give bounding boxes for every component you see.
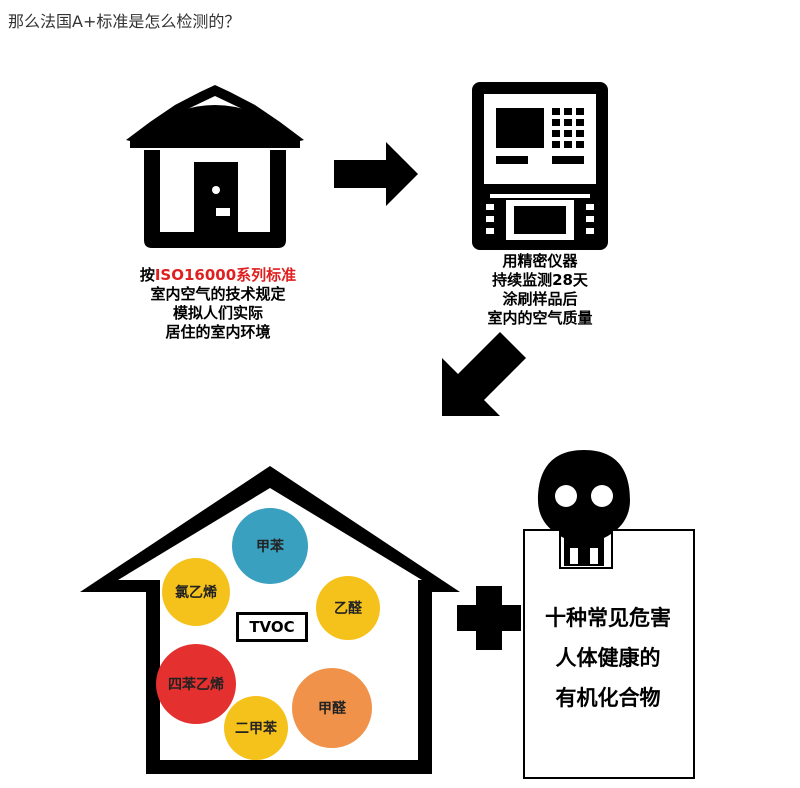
- step1-line-2: 室内空气的技术规定: [150, 285, 286, 303]
- compound-label-tetraphenylethylene: 四苯乙烯: [168, 676, 224, 693]
- step2-caption: 用精密仪器 持续监测28天 涂刷样品后 室内的空气质量: [460, 252, 620, 328]
- warning-card: [523, 529, 695, 779]
- testing-machine-icon: [472, 82, 608, 250]
- compound-circle-vinyl-chloride: [162, 558, 230, 626]
- step2-line-3: 涂刷样品后: [502, 290, 578, 308]
- compound-label-acetaldehyde: 乙醛: [334, 600, 363, 617]
- arrow-right-icon: [334, 142, 418, 206]
- step2-line-1: 用精密仪器: [502, 252, 578, 270]
- plus-icon: [457, 586, 521, 650]
- card-line-3: 有机化合物: [555, 686, 661, 710]
- compound-circle-acetaldehyde: [316, 576, 380, 640]
- compound-label-toluene: 甲苯: [256, 538, 285, 555]
- step1-line-3: 模拟人们实际: [172, 304, 263, 322]
- card-line-2: 人体健康的: [555, 646, 661, 670]
- arrow-down-left-icon: [442, 332, 526, 416]
- compound-label-xylene: 二甲苯: [235, 720, 278, 737]
- compound-circle-toluene: [232, 508, 308, 584]
- compound-label-vinyl-chloride: 氯乙烯: [175, 584, 217, 601]
- card-text: 十种常见危害 人体健康的 有机化合物: [524, 598, 692, 718]
- step1-line-1: 按ISO16000系列标准: [139, 266, 297, 284]
- tvoc-label-box: TVOC: [236, 612, 308, 642]
- compound-circle-xylene: [224, 696, 288, 760]
- skull-icon: [538, 450, 630, 566]
- compound-circle-formaldehyde: [292, 668, 372, 748]
- step1-caption: 按ISO16000系列标准 室内空气的技术规定 模拟人们实际 居住的室内环境: [128, 266, 308, 342]
- step2-line-2: 持续监测28天: [492, 271, 588, 289]
- card-line-1: 十种常见危害: [545, 606, 671, 630]
- compound-circle-tetraphenylethylene: [156, 644, 236, 724]
- step2-line-4: 室内的空气质量: [487, 309, 593, 327]
- hut-icon: [126, 85, 304, 248]
- page-title: 那么法国A+标准是怎么检测的？: [8, 12, 241, 31]
- compound-label-formaldehyde: 甲醛: [318, 700, 347, 717]
- step1-line-4: 居住的室内环境: [165, 323, 271, 341]
